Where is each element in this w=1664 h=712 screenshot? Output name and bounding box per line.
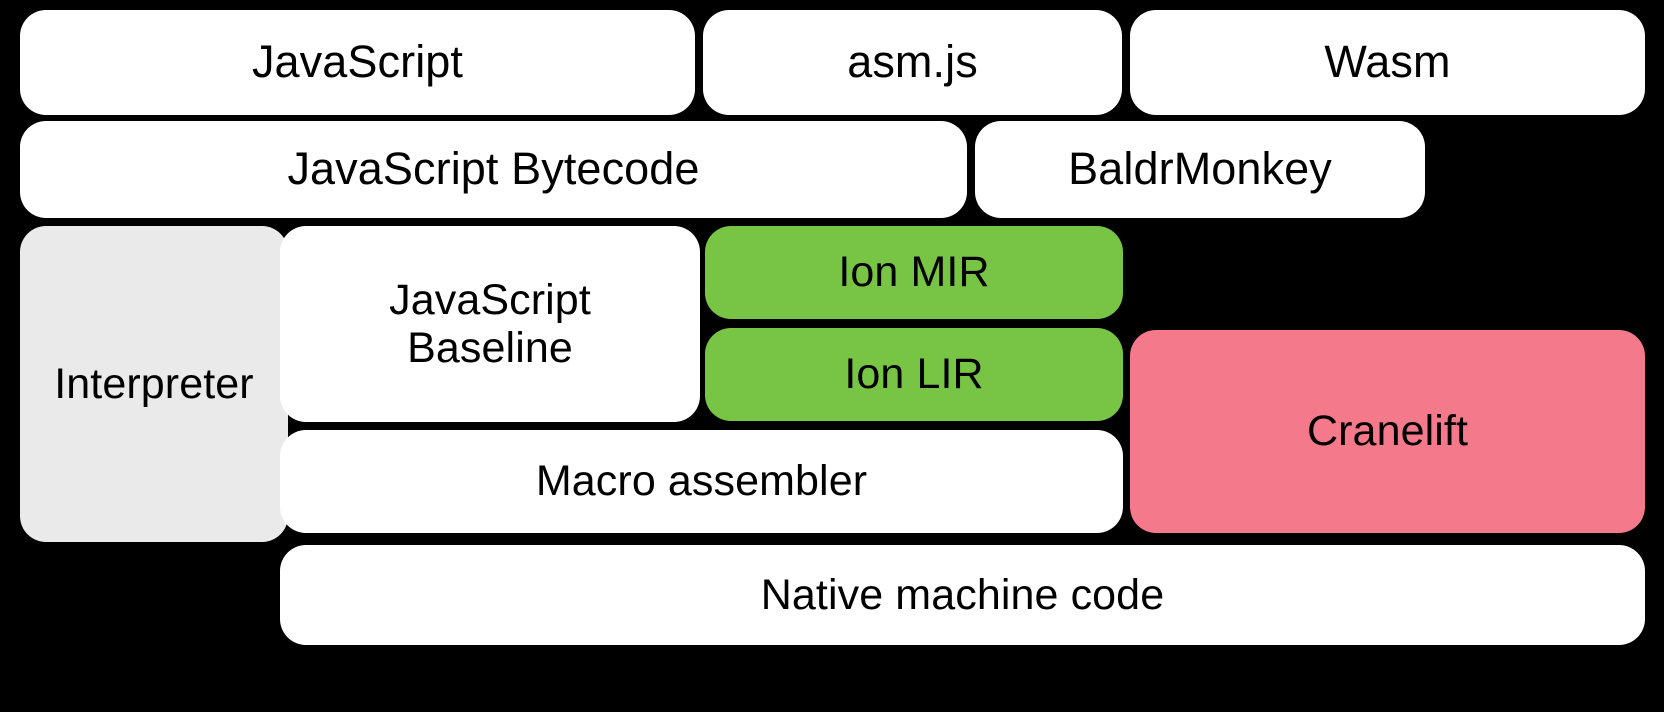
node-interpreter-label: Interpreter (54, 359, 254, 408)
node-javascript-baseline[interactable]: JavaScript Baseline (280, 226, 700, 422)
node-asmjs[interactable]: asm.js (703, 10, 1122, 115)
node-wasm[interactable]: Wasm (1130, 10, 1645, 115)
node-wasm-label: Wasm (1324, 36, 1451, 88)
node-ion-lir-label: Ion LIR (844, 350, 984, 399)
node-javascript-label: JavaScript (251, 36, 464, 88)
node-cranelift[interactable]: Cranelift (1130, 330, 1645, 533)
node-asmjs-label: asm.js (847, 36, 978, 88)
node-ion-mir[interactable]: Ion MIR (705, 226, 1123, 319)
node-native-machine-code[interactable]: Native machine code (280, 545, 1645, 645)
node-javascript-baseline-label: JavaScript Baseline (389, 275, 591, 372)
node-baldrmonkey-label: BaldrMonkey (1068, 143, 1332, 195)
node-javascript-bytecode[interactable]: JavaScript Bytecode (20, 121, 967, 218)
node-interpreter[interactable]: Interpreter (20, 226, 288, 542)
node-macro-assembler-label: Macro assembler (535, 457, 868, 506)
node-native-machine-code-label: Native machine code (760, 570, 1165, 619)
node-ion-mir-label: Ion MIR (838, 248, 990, 297)
node-ion-lir[interactable]: Ion LIR (705, 328, 1123, 421)
node-baldrmonkey[interactable]: BaldrMonkey (975, 121, 1425, 218)
node-javascript[interactable]: JavaScript (20, 10, 695, 115)
node-javascript-bytecode-label: JavaScript Bytecode (287, 143, 700, 195)
node-macro-assembler[interactable]: Macro assembler (280, 430, 1123, 533)
node-cranelift-label: Cranelift (1306, 407, 1469, 456)
